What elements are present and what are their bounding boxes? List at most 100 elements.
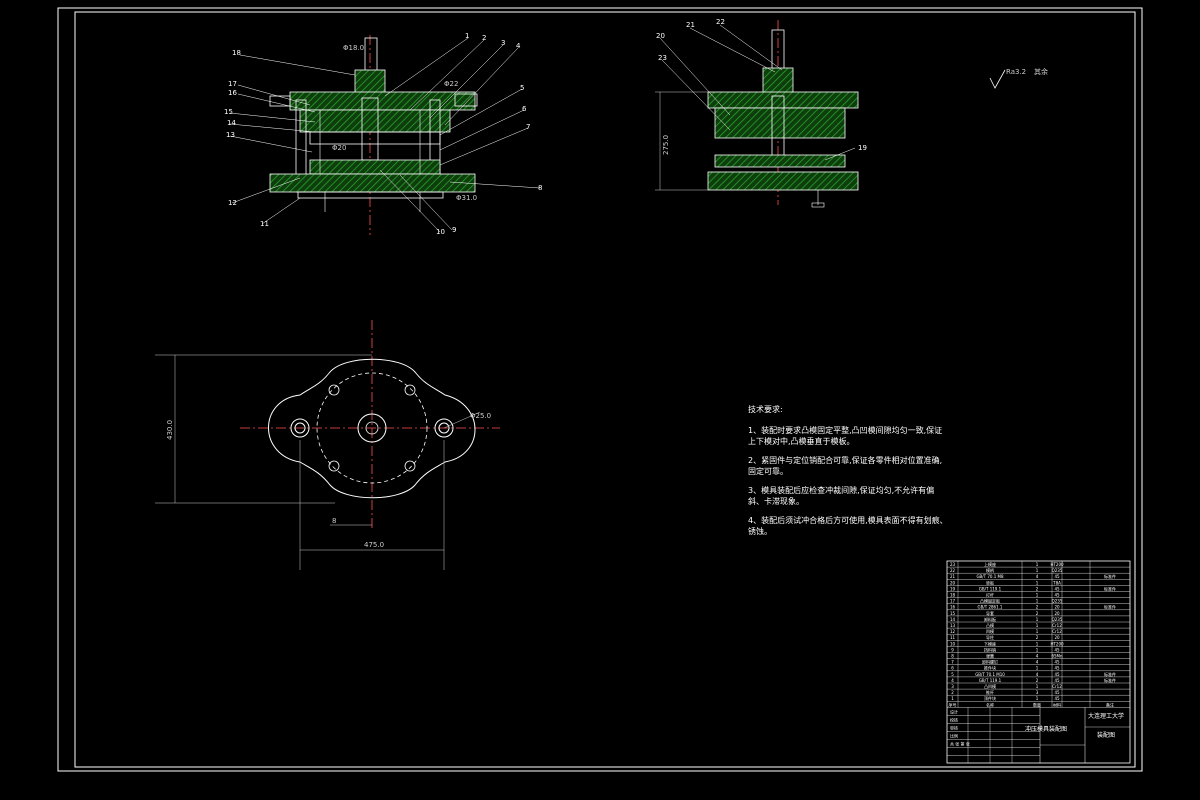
bom-cell: 2 [951,690,954,695]
bom-cell: 标准件 [1104,604,1116,610]
bom-cell: 3 [951,684,954,689]
tech-note-4: 4、装配后须试冲合格后方可使用,模具表面不得有划痕、锈蚀。 [748,516,948,536]
part-label: 19 [858,144,867,152]
bom-cell: 导柱 [986,634,994,640]
bom-cell: 打杆 [986,592,994,598]
bom-cell: 16 [950,605,956,610]
bom-cell: 2 [1036,611,1039,616]
bom-cell: GB/T 70.1 M10 [975,672,1005,677]
bom-cell: 4 [1036,660,1039,665]
inner-frame [74,11,1136,768]
bom-cell: 4 [1036,672,1039,677]
bom-cell: 12 [950,629,956,634]
bom-cell: 卸料板 [984,616,996,622]
dim-plan-height: 430.0 [166,420,174,440]
roughness-symbol-icon [989,69,1006,89]
bom-cell: 4 [1036,654,1039,659]
bom-cell: 标准件 [1104,573,1116,579]
bom-cell: 21 [950,574,956,579]
outer-frame [57,7,1143,772]
bom-cell: 凹模 [986,628,994,634]
bom-cell: 13 [950,623,956,628]
part-label: 11 [260,220,269,228]
bom-cell: 8 [951,654,954,659]
bom-cell: 20 [1054,611,1060,616]
bom-cell: 4 [951,678,954,683]
bom-cell: 上模座 [984,561,996,567]
bom-cell: 弹簧 [986,653,994,659]
bom-cell: 1 [1036,617,1039,622]
bom-cell: GB/T 2861.1 [978,605,1003,610]
bom-cell: 推件块 [984,665,996,671]
part-label: 2 [482,34,486,42]
plan-view [155,320,500,570]
part-label: 13 [226,131,235,139]
bom-cell: 挡料销 [984,646,996,652]
bom-cell: 15 [950,611,956,616]
part-label: 15 [224,108,233,116]
part-label: 7 [526,123,530,131]
side-section-view [655,20,859,208]
bom-cell: 2 [1036,605,1039,610]
part-label: 6 [522,105,527,113]
part-label: 22 [716,18,725,26]
bom-cell: Q235 [1052,599,1063,604]
bom-cell: 45 [1054,660,1060,665]
title-field: 校核 [950,716,958,722]
bom-cell: GB/T 119.1 [979,678,1002,683]
bom-cell: 14 [950,617,956,622]
bom-cell: 2 [1036,678,1039,683]
bom-cell: 卸料螺钉 [982,659,998,665]
bom-cell: Cr12 [1052,684,1062,689]
dim-plan-width: 475.0 [364,541,384,549]
title-field: 审核 [950,724,958,730]
bom-header-cell: 材料 [1053,701,1061,707]
title-field: 设计 [950,708,958,714]
bom-cell: Q235 [1052,568,1063,573]
bom-cell: 2 [1036,635,1039,640]
bom-cell: 垫板 [986,579,994,585]
bom-cell: 19 [950,586,956,591]
part-label: 4 [516,42,521,50]
bom-cell: 3 [1036,690,1039,695]
part-label: 23 [658,54,667,62]
title-field: 共 张 第 张 [950,740,970,746]
part-label: 21 [686,21,695,29]
bom-cell: 1 [1036,684,1039,689]
bom-cell: 17 [950,599,956,604]
bom-cell: 20 [950,580,956,585]
bom-cell: 5 [951,672,954,677]
bom-cell: 6 [951,666,954,671]
tech-note-3: 3、模具装配后应检查冲裁间隙,保证均匀,不允许有偏斜、卡滞现象。 [748,486,935,506]
part-label: 9 [452,226,456,234]
bom-cell: 9 [951,647,954,652]
part-label: 17 [228,80,237,88]
bom-cell: 45 [1054,678,1060,683]
dim-mid-dia: Φ20 [332,144,346,152]
bom-cell: 标准件 [1104,585,1116,591]
bom-cell: 凸模固定板 [980,598,1000,604]
bom-cell: 20 [1054,605,1060,610]
bom-cell: 1 [1036,580,1039,585]
bom-cell: 45 [1054,586,1060,591]
bom-cell: 1 [1036,562,1039,567]
bom-cell: Cr12 [1052,629,1062,634]
tech-notes-title: 技术要求: [748,405,783,414]
bom-cell: GB/T 70.1 M8 [976,574,1004,579]
dim-top-dia-b: Φ22 [444,80,458,88]
bom-cell: 11 [950,635,956,640]
bom-cell: 标准件 [1104,677,1116,683]
bom-cell: 45 [1054,593,1060,598]
bom-cell: 4 [1036,574,1039,579]
bom-cell: 22 [950,568,956,573]
bom-cell: 45 [1054,666,1060,671]
dim-plan-hole: Φ25.0 [470,412,491,420]
part-label: 10 [436,228,445,236]
dim-height: 275.0 [662,135,670,155]
part-label: 18 [232,49,241,57]
technical-requirements: 技术要求: 1、装配时要求凸模固定平整,凸凹模间隙均匀一致,保证上下模对中,凸模… [748,404,948,545]
bom-cell: 1 [1036,623,1039,628]
part-label: 1 [465,32,469,40]
part-label: 8 [538,184,542,192]
bom-cell: 1 [951,696,954,701]
